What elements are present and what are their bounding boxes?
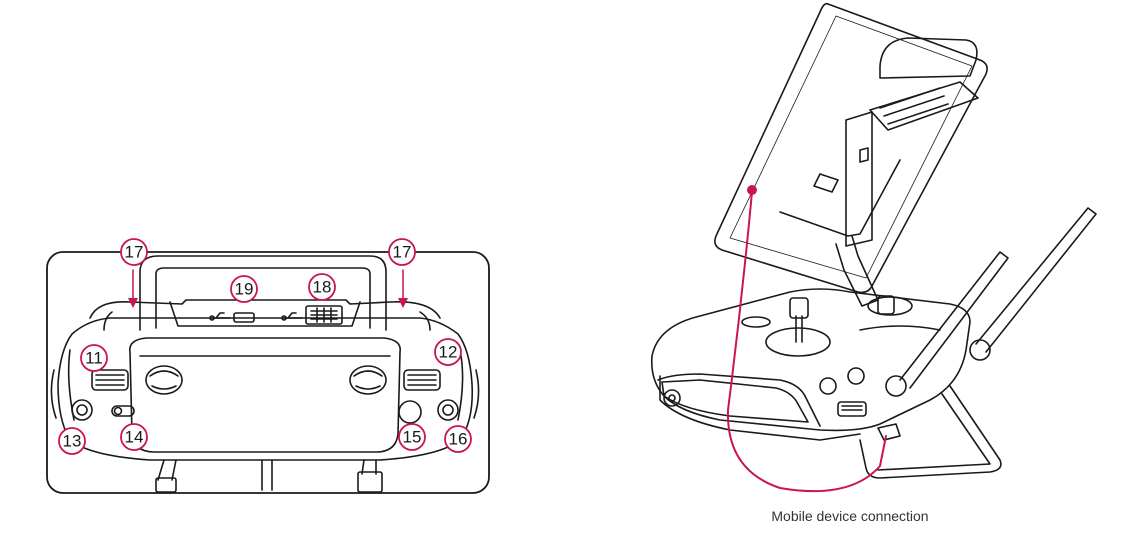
label-16: 16 [449, 430, 468, 449]
right-button [437, 399, 459, 421]
label-17-left: 17 [125, 243, 144, 262]
usb-icon [281, 312, 303, 321]
label-11: 11 [85, 349, 103, 368]
antenna-right [969, 207, 1097, 361]
tablet [714, 2, 988, 294]
connection-illustration [650, 2, 1097, 479]
right-antenna-base [357, 459, 383, 493]
badge-19 [230, 275, 258, 303]
left-button [71, 399, 93, 421]
usb-port [305, 305, 343, 325]
label-12: 12 [439, 343, 458, 362]
label-15: 15 [403, 428, 422, 447]
label-19: 19 [235, 280, 254, 299]
micro-usb-port [233, 312, 255, 323]
arrowhead-left-17 [128, 298, 138, 308]
label-18: 18 [313, 278, 332, 297]
badge-12 [434, 338, 462, 366]
right-dial [403, 369, 441, 391]
stand [859, 385, 1002, 479]
controller-body-3d [650, 288, 971, 432]
label-17-right: 17 [393, 243, 412, 262]
cable-end-dot [747, 185, 757, 195]
badge-17-left [120, 238, 148, 266]
badge-16 [444, 425, 472, 453]
right-stick-3d [867, 295, 913, 316]
caption: Mobile device connection [771, 508, 929, 524]
top-shell [89, 299, 441, 319]
left-dial [91, 369, 129, 391]
badge-11 [80, 344, 108, 372]
label-14: 14 [125, 428, 144, 447]
center-panel [129, 337, 401, 453]
left-stick-knob [145, 365, 183, 395]
badge-14 [120, 423, 148, 451]
arrowhead-right-17 [398, 298, 408, 308]
toggle-switch [111, 405, 135, 417]
mobile-holder [879, 37, 978, 79]
usb-icon [209, 312, 231, 321]
badge-17-right [388, 238, 416, 266]
label-13: 13 [63, 432, 82, 451]
rear-view-frame [46, 251, 490, 494]
badge-15 [398, 423, 426, 451]
rear-view-panel [46, 251, 490, 494]
left-antenna-base [155, 459, 177, 493]
antenna-left [885, 251, 1009, 397]
badge-18 [308, 273, 336, 301]
handle [139, 255, 387, 331]
right-stick-knob [349, 365, 387, 395]
round-button [398, 400, 422, 424]
connection-cable [726, 191, 887, 493]
left-stick-3d [765, 297, 831, 357]
badge-13 [58, 427, 86, 455]
